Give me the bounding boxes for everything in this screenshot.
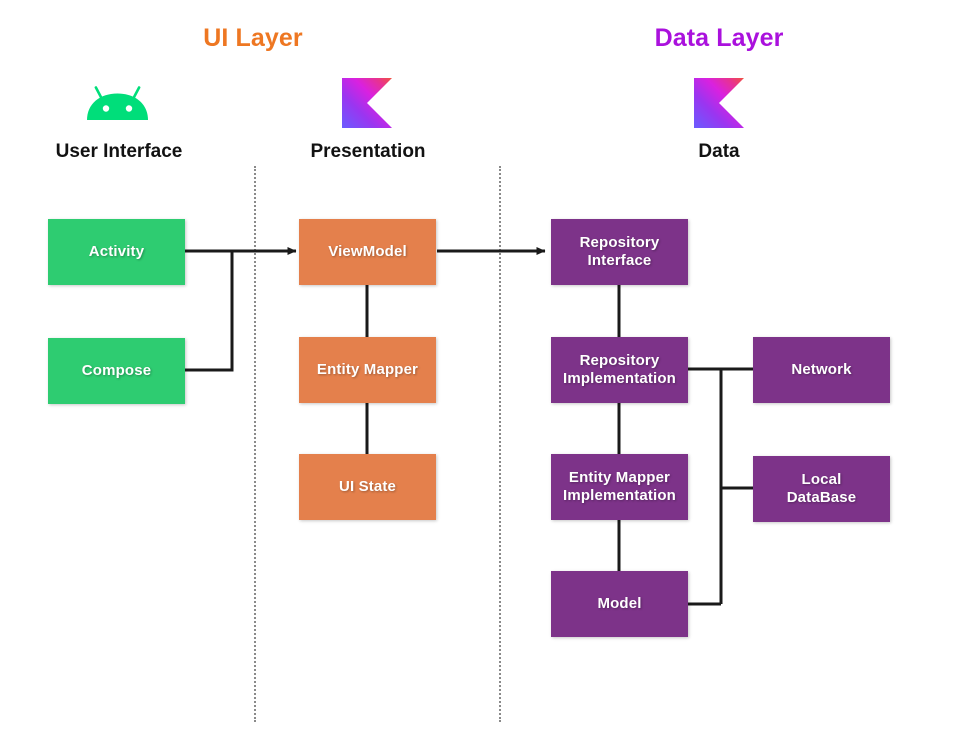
node-ui-state[interactable]: UI State (299, 454, 436, 520)
column-heading-presentation: Presentation (310, 141, 426, 162)
node-entity-mapper-implementation[interactable]: Entity Mapper Implementation (551, 454, 688, 520)
connector-compose-to-bus (185, 251, 234, 372)
column-heading-data: Data (698, 141, 740, 162)
kotlin-logo-icon (342, 78, 392, 128)
android-logo-icon (85, 83, 150, 123)
node-network[interactable]: Network (753, 337, 890, 403)
node-compose[interactable]: Compose (48, 338, 185, 404)
kotlin-logo-icon (694, 78, 744, 128)
data-layer-title: Data Layer (654, 24, 784, 52)
divider-ui-presentation (254, 166, 256, 722)
node-local-database[interactable]: Local DataBase (753, 456, 890, 522)
node-repository-implementation[interactable]: Repository Implementation (551, 337, 688, 403)
node-repository-interface[interactable]: Repository Interface (551, 219, 688, 285)
column-heading-user-interface: User Interface (55, 141, 183, 162)
node-view-model[interactable]: ViewModel (299, 219, 436, 285)
node-activity[interactable]: Activity (48, 219, 185, 285)
divider-presentation-data (499, 166, 501, 722)
node-entity-mapper[interactable]: Entity Mapper (299, 337, 436, 403)
ui-layer-title: UI Layer (203, 24, 303, 52)
node-model[interactable]: Model (551, 571, 688, 637)
